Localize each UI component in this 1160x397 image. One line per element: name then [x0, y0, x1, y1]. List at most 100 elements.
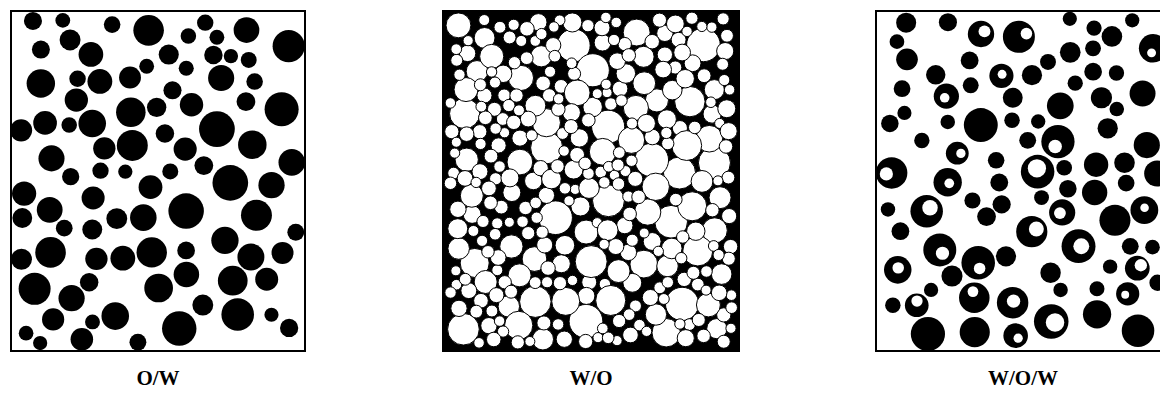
oil-droplet: [82, 186, 105, 209]
oil-droplet: [1019, 132, 1036, 149]
water-droplet: [599, 239, 609, 249]
oil-droplet: [221, 298, 254, 331]
oil-droplet: [1130, 196, 1158, 224]
oil-droplet: [80, 273, 98, 291]
oil-droplet: [27, 69, 55, 97]
oil-droplet: [192, 295, 213, 316]
oil-droplet: [1022, 65, 1042, 85]
oil-droplet: [896, 49, 918, 71]
oil-droplet: [10, 119, 32, 141]
oil-droplet: [881, 202, 895, 216]
oil-droplet: [85, 248, 107, 270]
water-droplet: [457, 171, 473, 187]
oil-droplet: [959, 282, 990, 313]
oil-droplet: [990, 174, 1008, 192]
inner-water-droplet: [1147, 48, 1156, 57]
water-droplet: [450, 148, 460, 158]
inner-water-droplet: [1121, 291, 1129, 299]
oil-droplet: [1034, 190, 1049, 205]
oil-droplet: [977, 207, 996, 226]
oil-droplet: [19, 326, 34, 341]
droplets: [10, 12, 305, 351]
water-droplet: [479, 111, 493, 125]
water-droplet: [445, 98, 456, 109]
oil-droplet: [272, 242, 294, 264]
water-droplet: [553, 94, 563, 104]
water-droplet: [579, 334, 593, 348]
oil-droplet: [118, 165, 132, 179]
oil-droplet: [960, 317, 990, 347]
water-droplet: [559, 183, 571, 195]
oil-droplet: [163, 81, 181, 99]
oil-droplet: [87, 69, 112, 94]
water-droplet: [520, 22, 535, 37]
water-droplet: [623, 207, 637, 221]
water-droplet: [482, 246, 494, 258]
water-droplet: [637, 114, 655, 132]
water-droplet: [459, 127, 474, 142]
inner-water-droplet: [940, 93, 950, 103]
water-droplet: [471, 177, 481, 187]
oil-droplet: [996, 246, 1016, 266]
oil-droplet: [963, 77, 979, 93]
water-droplet: [490, 123, 501, 134]
oil-droplet: [1047, 92, 1074, 119]
water-droplet: [566, 58, 577, 69]
oil-droplet: [287, 224, 304, 241]
water-droplet: [508, 19, 519, 30]
oil-droplet: [179, 61, 194, 76]
water-droplet: [529, 277, 541, 289]
inner-water-droplet: [892, 262, 903, 273]
water-droplet: [711, 285, 727, 301]
water-droplet: [508, 65, 533, 90]
panel-label: W/O: [442, 366, 740, 391]
oil-droplet: [876, 157, 907, 188]
emulsion-illustration: [10, 10, 306, 352]
water-droplet: [544, 66, 555, 77]
water-droplet: [451, 54, 463, 66]
oil-droplet: [56, 220, 73, 237]
oil-droplet: [1145, 240, 1160, 255]
water-droplet: [701, 285, 711, 295]
water-droplet: [454, 69, 465, 80]
water-droplet: [530, 197, 542, 209]
oil-droplet: [78, 110, 106, 138]
water-droplet: [662, 277, 673, 288]
water-droplet: [628, 171, 643, 186]
water-droplet: [445, 125, 459, 139]
oil-droplet: [881, 115, 898, 132]
droplets: [444, 12, 738, 350]
oil-droplet: [1034, 304, 1069, 339]
water-droplet: [706, 203, 719, 216]
oil-droplet: [1021, 155, 1055, 189]
oil-droplet: [941, 266, 962, 287]
oil-droplet: [1003, 323, 1028, 348]
water-droplet: [676, 69, 694, 87]
water-droplet: [707, 22, 717, 32]
water-droplet: [451, 137, 461, 147]
oil-droplet: [181, 28, 197, 44]
water-droplet: [645, 304, 666, 325]
water-droplet: [552, 319, 564, 331]
oil-droplet: [897, 106, 911, 120]
water-droplet: [492, 218, 503, 229]
water-droplet: [536, 28, 547, 39]
water-droplet: [711, 264, 732, 285]
water-droplet: [532, 329, 553, 350]
water-droplet: [541, 261, 555, 275]
water-droplet: [719, 140, 733, 154]
water-droplet: [564, 196, 574, 206]
oil-droplet: [892, 222, 910, 240]
oil-droplet: [914, 133, 929, 148]
oil-droplet: [110, 246, 135, 271]
oil-droplet: [961, 52, 979, 70]
oil-droplet: [137, 237, 167, 267]
inner-water-droplet: [944, 179, 954, 189]
water-droplet: [484, 149, 498, 163]
inner-water-droplet: [968, 286, 979, 297]
water-droplet: [589, 138, 616, 165]
inner-water-droplet: [1140, 203, 1149, 212]
oil-droplet: [1060, 42, 1081, 63]
water-droplet: [722, 208, 737, 223]
oil-droplet: [1139, 34, 1160, 63]
